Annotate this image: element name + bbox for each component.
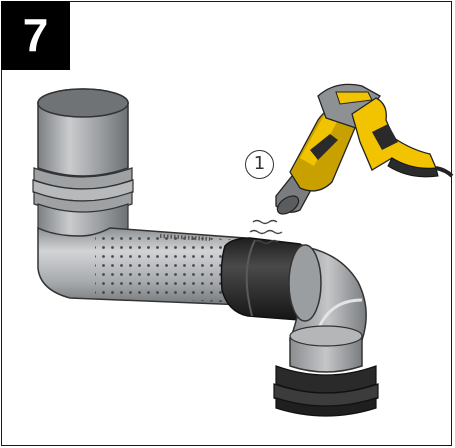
heat-waves-icon [249,219,283,245]
heat-gun-icon [275,83,454,215]
vertical-pipe [32,88,134,239]
callout-1: 1 [245,150,274,179]
horizontal-pipe [37,226,246,306]
step-number-badge: 7 [1,1,70,70]
grey-elbow [273,244,379,417]
